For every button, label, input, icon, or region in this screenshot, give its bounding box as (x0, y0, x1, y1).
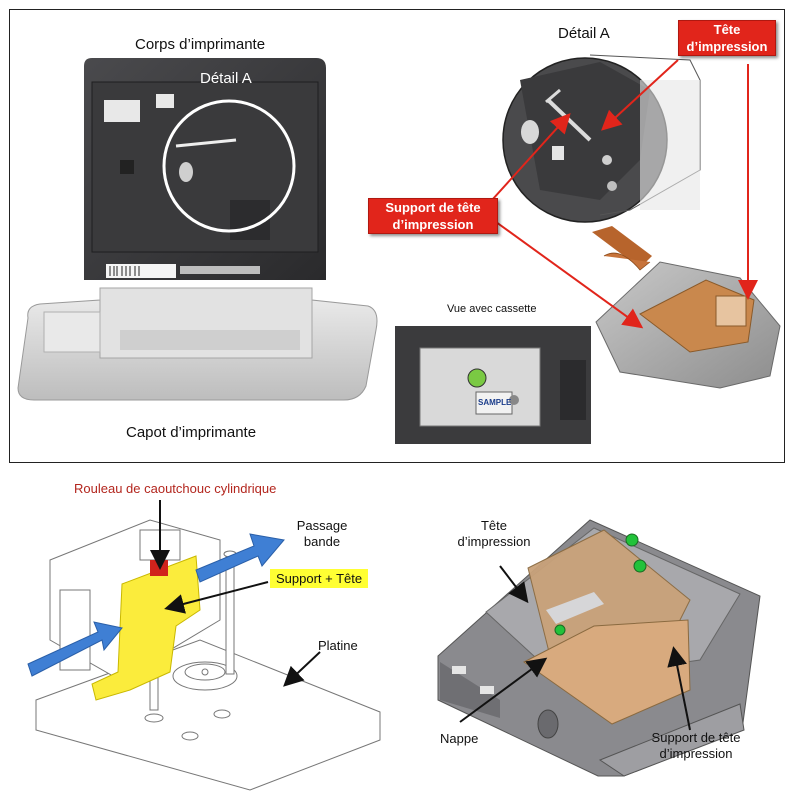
print-head-assembly-render (437, 519, 761, 777)
detail-a-label: Détail A (558, 25, 610, 42)
platen-label: Platine (318, 638, 358, 653)
platen-mechanism-drawing (35, 519, 381, 791)
tape-path-label: Passage bande (296, 518, 348, 549)
red-callout-arrows (491, 59, 758, 329)
ribbon-label: Nappe (440, 731, 479, 746)
support-head-highlight (91, 555, 201, 701)
print-head-label: Tête d’impression (457, 518, 531, 549)
detail-a-inset-label: Détail A (200, 70, 252, 87)
head-support-label: Support de tête d’impression (651, 730, 741, 761)
tape-path-arrows (27, 533, 285, 677)
support-head-label: Support + Tête (270, 569, 369, 588)
printer-body-photo (84, 58, 326, 280)
printer-body-label: Corps d’imprimante (135, 36, 266, 53)
head-support-callout: Support de tête d’impression (368, 198, 498, 234)
printer-cover-label: Capot d’imprimante (126, 424, 257, 441)
print-head-module-photo (592, 226, 781, 389)
print-head-callout: Tête d’impression (678, 20, 776, 56)
rubber-roller-label: Rouleau de caoutchouc cylindrique (74, 481, 277, 496)
cassette-view-photo (395, 326, 591, 444)
cassette-sample-text: SAMPLE (478, 398, 512, 407)
detail-a-circle (162, 99, 296, 233)
cassette-view-label: Vue avec cassette (447, 303, 537, 315)
detail-a-magnified-photo (502, 57, 668, 223)
bottom-left-callout-arrows (150, 500, 321, 687)
printer-cover-photo (17, 287, 378, 401)
bottom-right-callout-arrows (459, 565, 691, 731)
